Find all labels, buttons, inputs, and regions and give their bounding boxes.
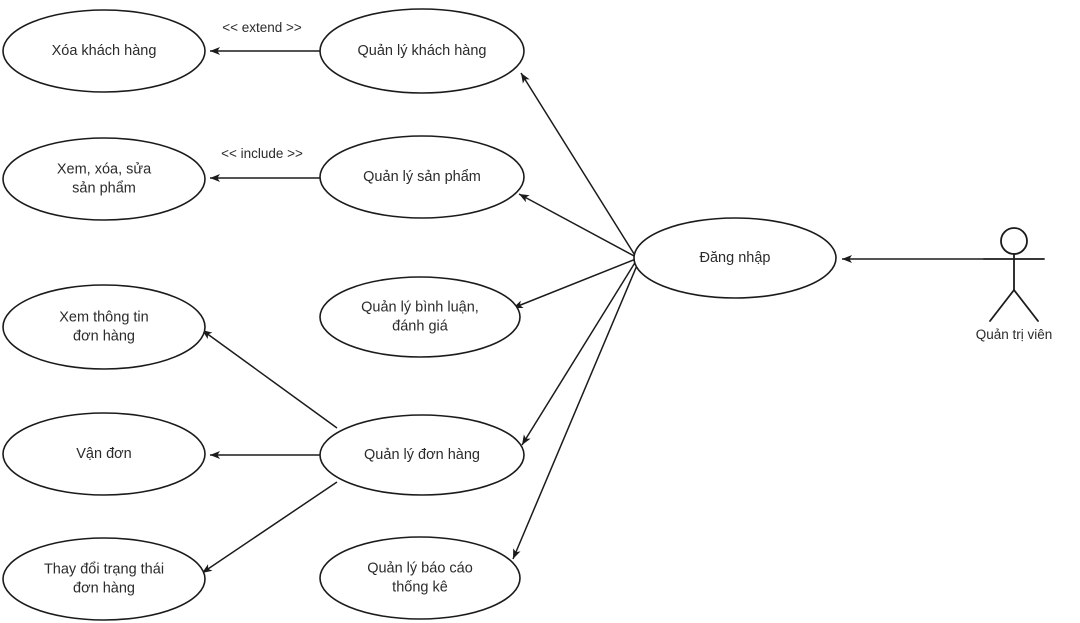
use-case-ellipse [633, 217, 837, 299]
use-case-label-line: đánh giá [392, 318, 449, 334]
use-case-ellipse [2, 9, 206, 93]
use-case-ellipse [319, 8, 525, 94]
use-case-dang-nhap[interactable]: Đăng nhập [633, 217, 837, 299]
relation-arrow [520, 72, 637, 258]
actor-leg-left-icon [989, 289, 1015, 322]
stereotype-label: << include >> [221, 146, 303, 161]
relation-arrow [518, 193, 637, 258]
use-case-xoa-khach-hang[interactable]: Xóa khách hàng [2, 9, 206, 93]
use-case-ellipse [2, 412, 206, 496]
use-case-ellipse [319, 135, 525, 219]
use-case-label-line: Quản lý bình luận, [361, 299, 479, 315]
relation-arrow [521, 260, 637, 446]
use-case-label-line: Xem, xóa, sửa [57, 161, 152, 177]
use-case-label-line: thống kê [392, 579, 448, 595]
relations-layer [201, 47, 984, 574]
actor-head-icon [1000, 227, 1028, 255]
use-case-ellipse [319, 414, 525, 496]
use-case-label-line: Vận đơn [76, 446, 131, 462]
use-case-quan-ly-san-pham[interactable]: Quản lý sản phẩm [319, 135, 525, 219]
use-case-ellipse [319, 536, 521, 620]
relation-arrow [201, 481, 338, 574]
relation-arrow [512, 258, 637, 309]
actor-label: Quản trị viên [976, 327, 1053, 342]
use-case-label-line: Xem thông tin [59, 309, 148, 325]
use-case-label-line: sản phẩm [72, 180, 136, 196]
stereotype-labels-layer: << extend >> << include >> [221, 20, 303, 161]
use-case-quan-ly-khach-hang[interactable]: Quản lý khách hàng [319, 8, 525, 94]
use-case-label-line: đơn hàng [73, 580, 135, 596]
stereotype-label: << extend >> [222, 20, 302, 35]
use-case-ellipse [2, 537, 206, 621]
actor-leg-right-icon [1013, 289, 1039, 322]
use-case-quan-ly-binh-luan-danh-gia[interactable]: Quản lý bình luận, đánh giá [319, 276, 521, 358]
use-case-van-don[interactable]: Vận đơn [2, 412, 206, 496]
use-case-thay-doi-trang-thai-don-hang[interactable]: Thay đổi trạng thái đơn hàng [2, 537, 206, 621]
use-case-xem-xoa-sua-san-pham[interactable]: Xem, xóa, sửa sản phẩm [2, 137, 206, 221]
relation-arrow [512, 262, 639, 560]
use-case-ellipse [319, 276, 521, 358]
use-case-label-line: Quản lý báo cáo [367, 560, 473, 576]
use-case-label-line: Quản lý khách hàng [358, 43, 487, 59]
use-case-ellipse [2, 284, 206, 370]
use-case-label-line: đơn hàng [73, 328, 135, 344]
use-case-label-line: Quản lý đơn hàng [364, 447, 480, 463]
use-case-xem-thong-tin-don-hang[interactable]: Xem thông tin đơn hàng [2, 284, 206, 370]
use-case-label-line: Quản lý sản phẩm [363, 169, 481, 185]
use-case-quan-ly-bao-cao-thong-ke[interactable]: Quản lý báo cáo thống kê [319, 536, 521, 620]
actor-quan-tri-vien[interactable]: Quản trị viên [976, 227, 1053, 342]
relation-arrow [201, 329, 338, 429]
actors-layer: Quản trị viên [976, 227, 1053, 342]
use-case-label-line: Đăng nhập [700, 250, 771, 266]
use-case-ellipse [2, 137, 206, 221]
use-case-quan-ly-don-hang[interactable]: Quản lý đơn hàng [319, 414, 525, 496]
use-case-label-line: Thay đổi trạng thái [44, 561, 164, 577]
use-case-label-line: Xóa khách hàng [52, 43, 157, 59]
